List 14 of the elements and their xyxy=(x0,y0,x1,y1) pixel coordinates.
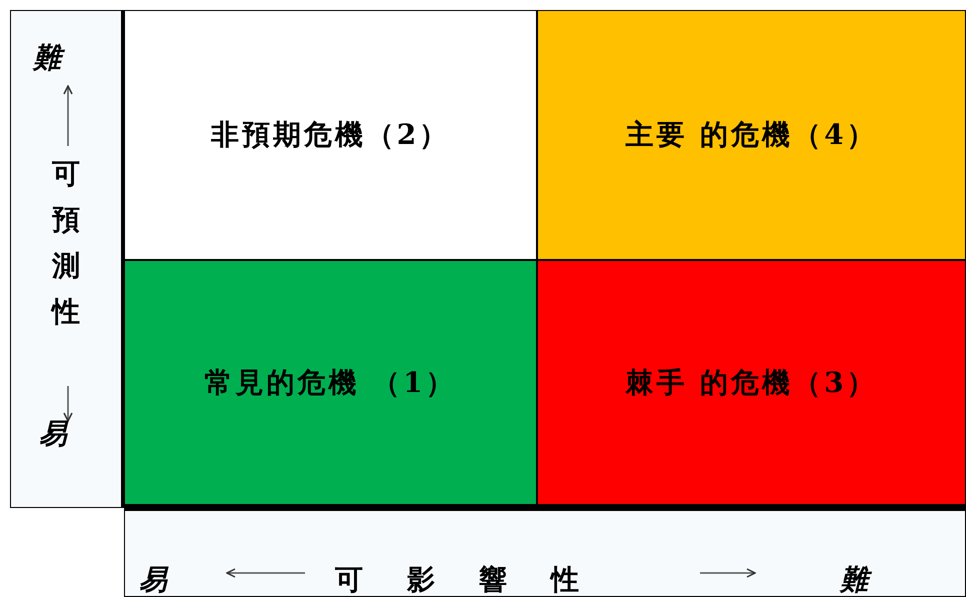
quadrant-cell xyxy=(537,260,966,505)
axis-panel xyxy=(124,505,966,597)
quadrant-label: 主要 的危機（4） xyxy=(625,117,878,153)
quadrant-label: 棘手 的危機（3） xyxy=(625,364,878,400)
quadrant-label: 非預期危機（2） xyxy=(210,117,450,153)
quadrant-cell xyxy=(537,10,966,260)
axis-panel xyxy=(10,10,124,508)
axis-end-label: 易 xyxy=(39,416,67,452)
quadrant-label: 常見的危機 （1） xyxy=(204,364,457,400)
axis-end-label: 易 xyxy=(139,562,167,597)
quadrant-cell xyxy=(124,260,537,505)
axis-title: 可預測性 xyxy=(51,156,81,330)
axis-title: 可影響性 xyxy=(335,562,623,597)
quadrant-cell xyxy=(124,10,537,260)
